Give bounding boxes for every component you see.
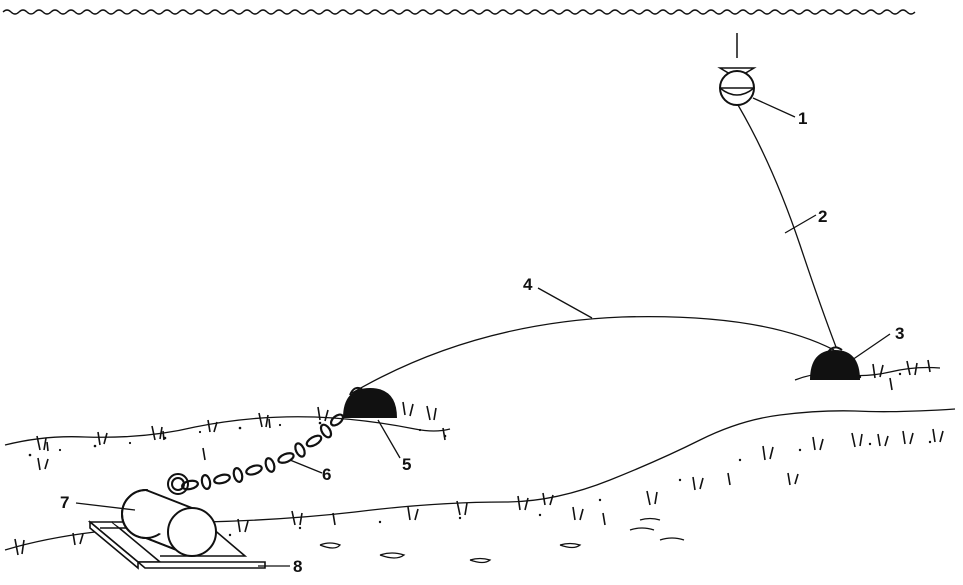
leader-lines — [76, 98, 890, 566]
anchor-3 — [810, 347, 860, 380]
anchor-5 — [343, 388, 397, 418]
chain-shackle — [168, 474, 188, 494]
buoy-1 — [720, 33, 754, 105]
seabed-left-ridge — [5, 417, 450, 445]
label-cylinder: 7 — [60, 493, 69, 512]
riser-line-2 — [738, 105, 836, 347]
label-anchor-right: 3 — [895, 324, 904, 343]
label-frame: 8 — [293, 557, 302, 576]
seabed-rocks — [320, 519, 684, 563]
label-buoy: 1 — [798, 109, 807, 128]
ground-line-4 — [352, 317, 834, 393]
water-surface — [3, 10, 915, 14]
label-ground-line: 4 — [523, 275, 533, 294]
label-chain: 6 — [322, 465, 331, 484]
label-riser: 2 — [818, 207, 827, 226]
label-anchor-left: 5 — [402, 455, 411, 474]
